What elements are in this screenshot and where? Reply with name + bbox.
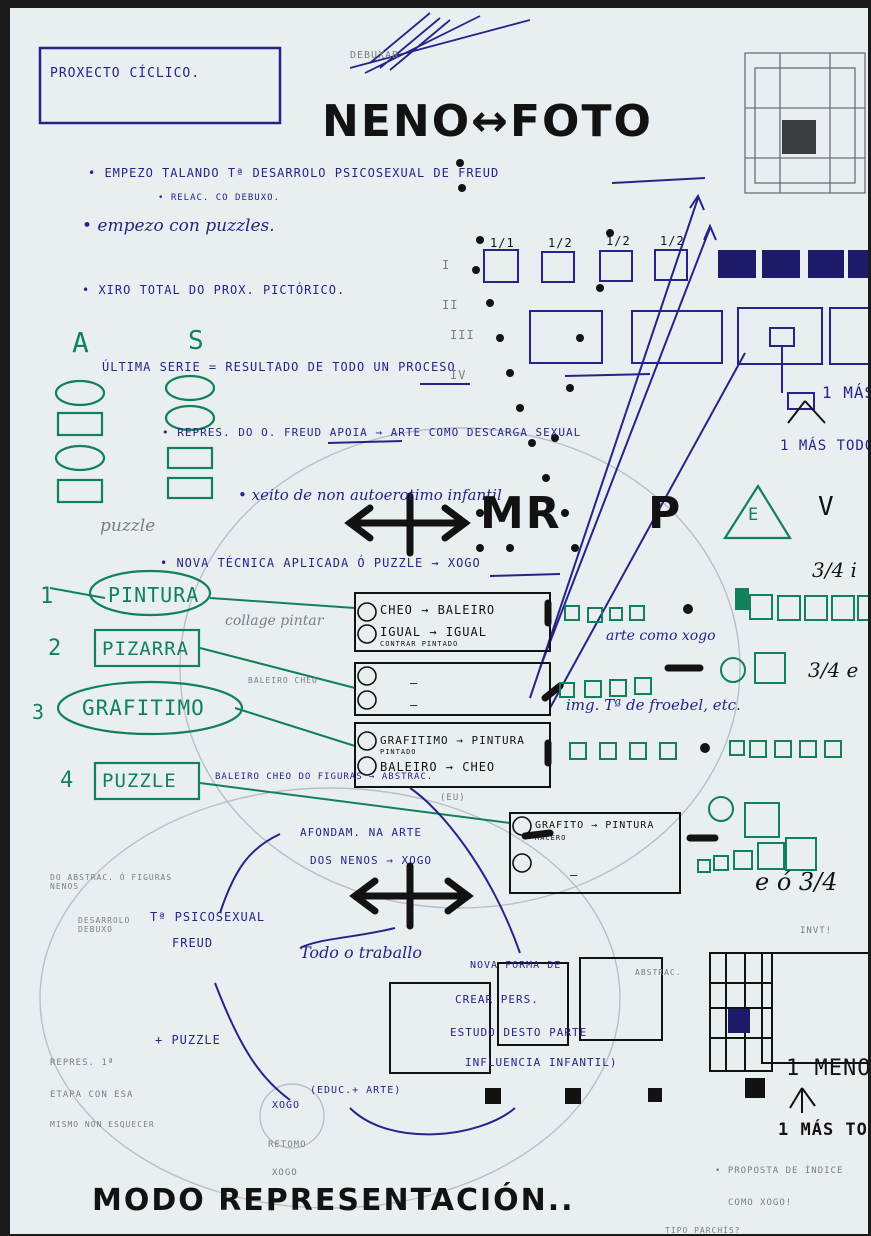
baleiro-figuras: BALEIRO CHEO DO FIGURAS → ABSTRAC. <box>215 772 433 782</box>
roman-3: III <box>450 328 475 342</box>
puzz-label: + PUZZLE <box>155 1033 221 1047</box>
list-num-1: 1 <box>40 584 54 609</box>
eu-label: (EU) <box>440 793 466 803</box>
tpsico-label: Tª PSICOSEXUAL <box>150 910 265 924</box>
note-mais1: 1 MÁS <box>822 383 868 402</box>
note-menos: 1 MENOS <box>786 1056 868 1081</box>
box4-dash: – <box>570 868 578 882</box>
freud-label: FREUD <box>172 936 213 950</box>
sketch-sheet: PROXECTO CÍCLICO. DEBUXAR NENO↔FOTO • EM… <box>10 8 868 1234</box>
afondam-label: AFONDAM. NA ARTE <box>300 826 422 839</box>
note-froebel: img. Tª de froebel, etc. <box>566 696 741 714</box>
black-double-arrow-1 <box>350 496 465 553</box>
collage-label: collage pintar <box>225 613 323 629</box>
box1-s: IGUAL → IGUAL <box>380 625 487 639</box>
v-mark: V <box>818 492 835 522</box>
note-mais-tor: 1 MÁS TOR <box>778 1120 868 1140</box>
box4-p: GRAFITO → PINTURA <box>535 820 654 831</box>
box2-dash1: – <box>410 676 418 690</box>
note-repres: • REPRES. DO O. FREUD APOIA → ARTE COMO … <box>162 426 581 439</box>
headline-arrow: ↔ <box>471 96 510 147</box>
column-a: A <box>72 326 90 359</box>
box1-sub: CONTRAR PINTADO <box>380 640 458 648</box>
box2-dash2: – <box>410 698 418 712</box>
todo-traballo: Todo o traballo <box>300 943 422 962</box>
box1-p: CHEO → BALEIRO <box>380 603 495 617</box>
list-label-1: PINTURA <box>108 583 199 607</box>
top-scribble-label: DEBUXAR <box>350 50 399 61</box>
headline-right: FOTO <box>510 96 653 147</box>
sketch-drawing <box>10 8 868 1234</box>
p-mark: P <box>648 488 682 539</box>
retomo-label: RETOMO <box>268 1140 307 1150</box>
como-xogo-label: COMO XOGO! <box>728 1198 792 1208</box>
note-freud: • EMPEZO TALANDO Tª DESARROLO PSICOSEXUA… <box>88 166 499 180</box>
crear-label: CREAR PERS. <box>455 993 539 1006</box>
roman-4: IV <box>450 368 466 382</box>
top-scribble <box>350 13 530 73</box>
xogo-circle-label: XOGO <box>272 1100 300 1111</box>
fraction-3: 1/2 <box>606 234 631 248</box>
educ-arte-label: (EDUC.+ ARTE) <box>310 1085 401 1096</box>
headline: NENO↔FOTO <box>322 96 653 147</box>
fraction-1: 1/1 <box>490 236 515 250</box>
note-nova: • NOVA TÉCNICA APLICADA Ó PUZZLE → XOGO <box>160 556 481 570</box>
desarrollo-label: DESARROLO DEBUXO <box>78 916 138 934</box>
note-e-o-34: e ó 3/4 <box>755 868 838 896</box>
title-box-label: PROXECTO CÍCLICO. <box>50 66 200 81</box>
bottom-dark-marks <box>485 1078 765 1104</box>
footer-title: MODO REPRESENTACIÓN.. <box>92 1183 575 1218</box>
xogo-bottom-label: XOGO <box>272 1168 298 1178</box>
box3-p: GRAFITIMO → PINTURA <box>380 734 525 747</box>
pencil-dark-square <box>782 120 816 154</box>
do-abstrac-label: DO ABSTRAC. Ó FIGURAS NENOS <box>50 873 180 891</box>
list-label-2: PIZARRA <box>102 638 189 660</box>
baleiro-cheo: BALEIRO CHEO <box>248 676 318 685</box>
influencia-label: INFLUENCIA INFANTIL) <box>465 1056 617 1069</box>
abstrac-label: ABSTRAC. <box>635 968 682 977</box>
box4-sub: MACERO <box>535 834 566 842</box>
fraction-4: 1/2 <box>660 234 685 248</box>
mismo-label: MISMO NON ESQUECER <box>50 1120 155 1129</box>
list-num-3: 3 <box>32 700 45 724</box>
proposta-label: • PROPOSTA DE ÍNDICE <box>715 1166 843 1176</box>
title-frame <box>40 48 280 123</box>
puzzle-label: puzzle <box>100 516 155 536</box>
bottom-squares <box>390 953 868 1073</box>
note-arte-xogo: arte como xogo <box>606 628 716 644</box>
dark-cell <box>728 1009 750 1033</box>
e-mark: E <box>748 505 759 525</box>
nova-forma: NOVA FORMA DE <box>470 960 561 971</box>
note-ultima: ÚLTIMA SERIE = RESULTADO DE TODO UN PROC… <box>102 360 456 374</box>
repres1-label: REPRES. 1ª <box>50 1058 114 1068</box>
list-label-3: GRAFITIMO <box>82 696 205 720</box>
note-tres-cuartos: 3/4 i <box>812 558 857 582</box>
note-tres-cuartos-e: 3/4 e <box>808 658 858 682</box>
note-relac: • RELAC. CO DEBUXO. <box>158 193 280 203</box>
list-num-4: 4 <box>60 768 74 793</box>
list-num-2: 2 <box>48 636 62 661</box>
mr-mark: MR <box>480 488 562 539</box>
note-mais-todo: 1 MÁS TODO <box>780 438 868 454</box>
tipo-label: TIPO PARCHÍS? <box>665 1226 741 1234</box>
roman-2: II <box>442 298 458 312</box>
fraction-2: 1/2 <box>548 236 573 250</box>
column-s: S <box>188 326 205 356</box>
roman-1: I <box>442 258 450 272</box>
note-xiro: • XIRO TOTAL DO PROX. PICTÓRICO. <box>82 283 345 297</box>
list-label-4: PUZZLE <box>102 770 177 792</box>
black-double-arrow-2 <box>355 866 468 926</box>
invt-label: INVT! <box>800 926 832 936</box>
note-puzzles: • empezo con puzzles. <box>82 216 275 236</box>
estudo-label: ESTUDO DESTO PARTE <box>450 1026 587 1039</box>
note-xeito: • xeito de non autoerotimo infantil <box>238 486 502 504</box>
headline-left: NENO <box>322 96 471 147</box>
box3-sub: PINTADO <box>380 748 417 756</box>
dos-nenos-label: DOS NENOS → XOGO <box>310 854 432 867</box>
etapa-label: ETAPA CON ESA <box>50 1090 133 1100</box>
dark-squares-row <box>718 250 868 278</box>
